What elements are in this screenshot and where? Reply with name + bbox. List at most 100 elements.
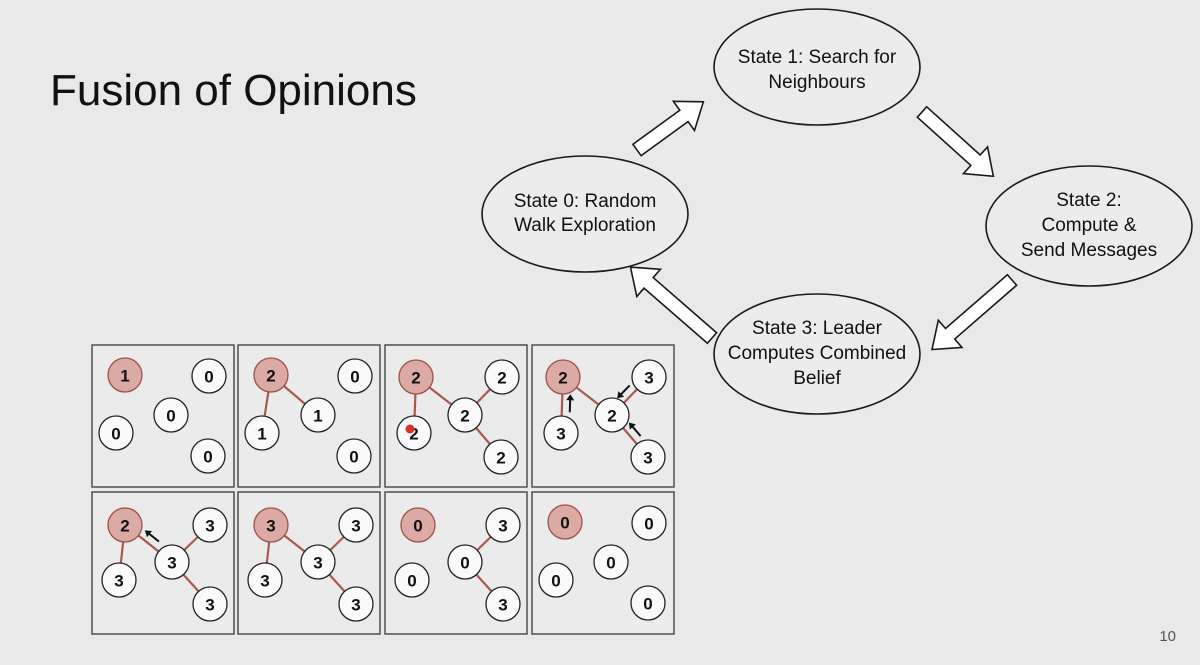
transition-arrows — [629, 100, 1018, 351]
transition-arrow-s0-s1 — [631, 100, 705, 157]
node-opinion-label: 3 — [313, 554, 322, 573]
node-opinion-label: 2 — [497, 369, 506, 388]
robot-node — [543, 415, 579, 451]
state-2-line-2: Compute & — [1041, 215, 1136, 236]
node-opinion-label: 3 — [643, 449, 652, 468]
state-1-line-2: Neighbours — [768, 72, 865, 93]
state-3-ellipse — [713, 293, 921, 415]
node-opinion-label: 1 — [313, 407, 322, 426]
robot-node — [192, 586, 228, 622]
state-3: State 3: Leader Computes Combined Belief — [713, 293, 921, 415]
robot-node — [153, 397, 189, 433]
robot-node — [191, 358, 227, 394]
robot-node — [485, 586, 521, 622]
state-1: State 1: Search for Neighbours — [713, 8, 921, 126]
robot-node — [154, 544, 190, 580]
message-arrow-icon — [617, 384, 631, 399]
node-opinion-label: 0 — [204, 368, 213, 387]
state-0-line-2: Walk Exploration — [514, 215, 656, 236]
node-opinion-label: 0 — [644, 515, 653, 534]
node-opinion-label: 0 — [413, 517, 422, 536]
leader-node — [107, 357, 143, 393]
slide-title: Fusion of Opinions — [50, 66, 417, 115]
robot-node — [300, 544, 336, 580]
node-opinion-label: 3 — [498, 517, 507, 536]
robot-node — [631, 505, 667, 541]
robot-node — [300, 397, 336, 433]
robot-node — [447, 544, 483, 580]
node-opinion-label: 2 — [460, 407, 469, 426]
robot-node — [484, 359, 520, 395]
robot-node — [396, 415, 432, 451]
robot-node — [337, 358, 373, 394]
node-opinion-label: 0 — [349, 448, 358, 467]
message-arrow-icon — [628, 422, 642, 437]
state-1-ellipse — [713, 8, 921, 126]
robot-node — [192, 507, 228, 543]
node-opinion-label: 3 — [266, 517, 275, 536]
state-0: State 0: Random Walk Exploration — [481, 155, 689, 273]
leader-node — [400, 507, 436, 543]
node-opinion-label: 3 — [167, 554, 176, 573]
robot-node — [631, 359, 667, 395]
robot-node — [630, 439, 666, 475]
robot-node — [630, 585, 666, 621]
node-opinion-label: 0 — [166, 407, 175, 426]
node-opinion-label: 1 — [257, 425, 266, 444]
leader-node — [253, 357, 289, 393]
message-arrow-icon — [144, 530, 160, 543]
state-3-line-3: Belief — [793, 368, 841, 389]
leader-node — [398, 359, 434, 395]
robot-node — [394, 562, 430, 598]
state-3-line-1: State 3: Leader — [752, 318, 883, 339]
robot-node — [447, 397, 483, 433]
panel-1: 1 0 0 0 0 — [91, 344, 235, 488]
robot-node — [247, 562, 283, 598]
state-2: State 2: Compute & Send Messages — [985, 165, 1193, 287]
state-0-line-1: State 0: Random — [514, 191, 657, 212]
state-3-line-2: Computes Combined — [728, 343, 906, 364]
state-2-line-1: State 2: — [1056, 190, 1122, 211]
robot-node — [190, 438, 226, 474]
node-opinion-label: 1 — [120, 367, 129, 386]
node-opinion-label: 2 — [409, 425, 418, 444]
state-0-ellipse — [481, 155, 689, 273]
node-opinion-label: 3 — [498, 596, 507, 615]
node-opinion-label: 2 — [411, 369, 420, 388]
node-opinion-label: 0 — [111, 425, 120, 444]
node-opinion-label: 0 — [203, 448, 212, 467]
node-opinion-label: 3 — [556, 425, 565, 444]
marker-dot — [405, 424, 415, 434]
node-opinion-label: 3 — [114, 572, 123, 591]
message-arrow-icon — [566, 394, 575, 413]
robot-node — [485, 507, 521, 543]
node-opinion-label: 0 — [407, 572, 416, 591]
robot-node — [483, 439, 519, 475]
leader-node — [545, 359, 581, 395]
node-opinion-label: 3 — [644, 369, 653, 388]
robot-node — [336, 438, 372, 474]
state-2-line-3: Send Messages — [1021, 240, 1157, 261]
robot-node — [594, 397, 630, 433]
robot-node — [338, 586, 374, 622]
transition-arrow-s2-s3 — [930, 273, 1018, 351]
node-opinion-label: 0 — [606, 554, 615, 573]
robot-node — [593, 544, 629, 580]
robot-node — [101, 562, 137, 598]
node-opinion-label: 2 — [266, 367, 275, 386]
transition-arrow-s3-s0 — [629, 266, 718, 345]
leader-node — [253, 507, 289, 543]
node-opinion-label: 0 — [551, 572, 560, 591]
node-opinion-label: 0 — [350, 368, 359, 387]
node-opinion-label: 3 — [260, 572, 269, 591]
transition-arrow-s1-s2 — [916, 105, 995, 178]
robot-node — [244, 415, 280, 451]
